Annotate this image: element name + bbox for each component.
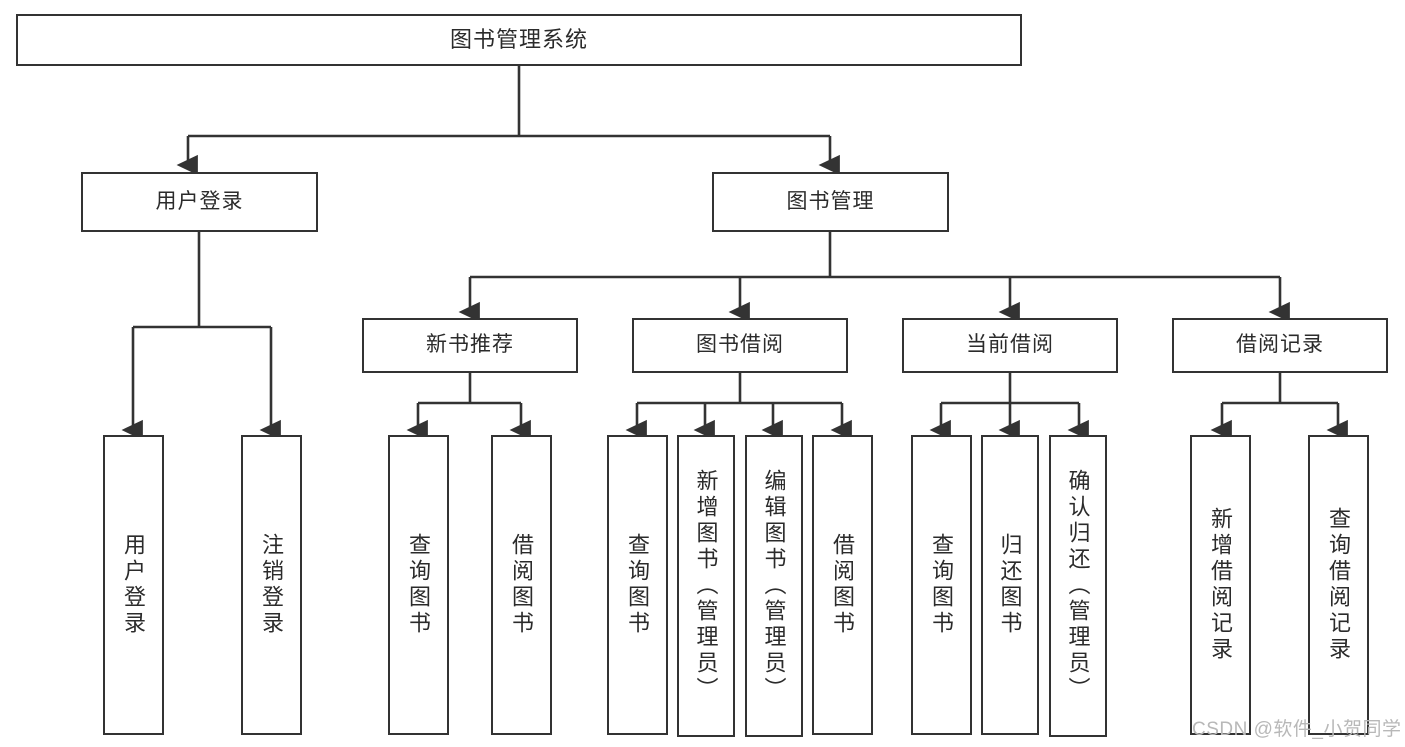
node-label: 新增借阅记录 (1208, 507, 1234, 663)
node-label: 借阅记录 (1236, 333, 1324, 357)
leaf-add-borrow-record[interactable]: 新增借阅记录 (1190, 435, 1251, 735)
leaf-user-login[interactable]: 用户登录 (103, 435, 164, 735)
leaf-query-book-recommend[interactable]: 查询图书 (388, 435, 449, 735)
leaf-logout-login[interactable]: 注销登录 (241, 435, 302, 735)
node-label: 借阅图书 (830, 533, 856, 637)
node-book-borrow[interactable]: 图书借阅 (632, 318, 848, 373)
node-label: 查询图书 (406, 533, 432, 637)
node-borrow-record[interactable]: 借阅记录 (1172, 318, 1388, 373)
node-label: 用户登录 (121, 533, 147, 637)
node-user-login[interactable]: 用户登录 (81, 172, 318, 232)
node-label: 确认归还（管理员） (1065, 469, 1091, 703)
node-label: 编辑图书（管理员） (761, 469, 787, 703)
leaf-query-borrow-record[interactable]: 查询借阅记录 (1308, 435, 1369, 735)
node-book-manage[interactable]: 图书管理 (712, 172, 949, 232)
node-label: 查询借阅记录 (1326, 507, 1352, 663)
node-label: 归还图书 (997, 533, 1023, 637)
node-label: 图书管理系统 (449, 27, 588, 53)
node-label: 查询图书 (929, 533, 955, 637)
node-label: 注销登录 (259, 533, 285, 637)
node-label: 图书借阅 (696, 333, 784, 357)
node-current-borrow[interactable]: 当前借阅 (902, 318, 1118, 373)
node-label: 当前借阅 (966, 333, 1054, 357)
leaf-query-book-current[interactable]: 查询图书 (911, 435, 972, 735)
node-label: 用户登录 (155, 189, 244, 213)
node-label: 图书管理 (786, 189, 875, 213)
node-root-system[interactable]: 图书管理系统 (16, 14, 1022, 66)
leaf-borrow-book[interactable]: 借阅图书 (812, 435, 873, 735)
leaf-edit-book-admin[interactable]: 编辑图书（管理员） (745, 435, 803, 737)
node-label: 新增图书（管理员） (693, 469, 719, 703)
node-label: 新书推荐 (426, 333, 514, 357)
leaf-confirm-return-admin[interactable]: 确认归还（管理员） (1049, 435, 1107, 737)
node-new-book-recommend[interactable]: 新书推荐 (362, 318, 578, 373)
leaf-query-book-borrow[interactable]: 查询图书 (607, 435, 668, 735)
node-label: 查询图书 (625, 533, 651, 637)
node-label: 借阅图书 (509, 533, 535, 637)
leaf-add-book-admin[interactable]: 新增图书（管理员） (677, 435, 735, 737)
leaf-borrow-book-recommend[interactable]: 借阅图书 (491, 435, 552, 735)
leaf-return-book[interactable]: 归还图书 (981, 435, 1039, 735)
